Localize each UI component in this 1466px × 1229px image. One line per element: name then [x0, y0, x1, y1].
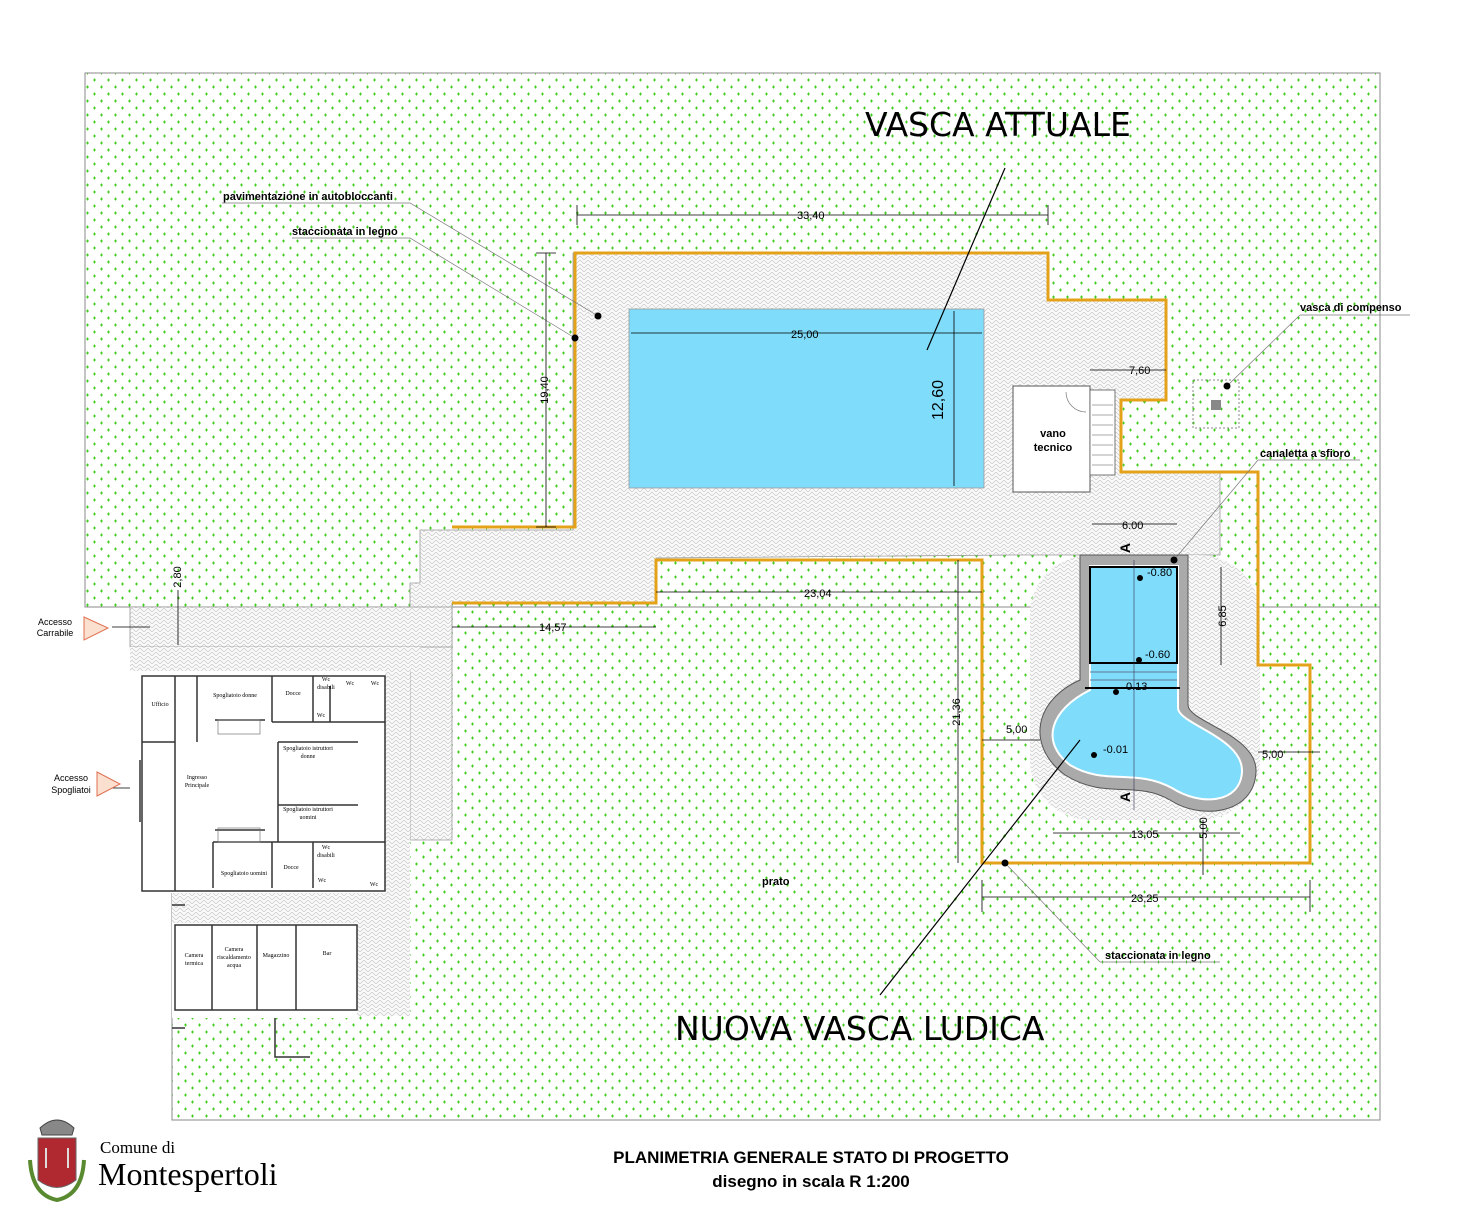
compensation-tank — [1192, 379, 1240, 429]
room-label: Spogliatoio istruttori — [283, 807, 333, 813]
svg-text:-0.01: -0.01 — [1103, 744, 1128, 756]
dimension-label: 23,04 — [804, 588, 832, 600]
room-label: riscaldamento — [217, 955, 251, 961]
dimension-label: 25,00 — [791, 329, 819, 341]
leader-lines — [222, 167, 1410, 996]
drawing-scale: disegno in scala R 1:200 — [712, 1172, 909, 1191]
svg-text:Montespertoli: Montespertoli — [98, 1156, 278, 1192]
svg-text:0.13: 0.13 — [1126, 681, 1147, 693]
heading-existing-pool: VASCA ATTUALE — [865, 105, 1131, 144]
room-label: disabili — [317, 685, 335, 691]
room-label: Wc — [317, 713, 326, 719]
room-label: Wc — [346, 681, 355, 687]
section-mark: A — [1117, 792, 1133, 802]
dimension-label: 13,05 — [1131, 829, 1159, 841]
label-fence: staccionata in legno — [292, 226, 398, 238]
room-label: Magazzino — [263, 953, 290, 959]
dimension-label: 5,00 — [1262, 749, 1283, 761]
dimension-label: 6,85 — [1217, 605, 1229, 626]
room-label: Ufficio — [151, 701, 168, 708]
room-label: Wc — [370, 882, 379, 888]
svg-text:vano: vano — [1040, 428, 1066, 440]
access-arrow-icon — [83, 616, 110, 641]
label-overflow-channel: canaletta a sfioro — [1260, 448, 1351, 460]
svg-text:-0.80: -0.80 — [1147, 567, 1172, 579]
room-label: termica — [185, 961, 203, 967]
room-label: Spogliatoio uomini — [221, 871, 268, 877]
dimension-label: 7,60 — [1129, 365, 1150, 377]
heading-new-pool: NUOVA VASCA LUDICA — [675, 1009, 1045, 1048]
existing-pool — [628, 308, 985, 489]
label-paving: pavimentazione in autobloccanti — [223, 191, 393, 203]
room-label: Principale — [185, 783, 210, 789]
room-label: uomini — [299, 815, 316, 821]
room-label: Bar — [323, 951, 332, 957]
svg-text:tecnico: tecnico — [1034, 442, 1073, 454]
room-label: Wc — [371, 681, 380, 687]
room-label: Spogliatoio istruttori — [283, 746, 333, 752]
svg-text:Spogliatoi: Spogliatoi — [51, 785, 91, 795]
svg-text:Comune di: Comune di — [100, 1138, 175, 1157]
dimension-label: 14,57 — [539, 622, 567, 634]
dimension-label: 33,40 — [797, 210, 825, 222]
dimension-lines — [112, 205, 1320, 912]
dimension-label: 2,80 — [172, 566, 184, 587]
building-plan: Ufficio Spogliatoio donne Docce Wc disab… — [135, 671, 386, 1058]
room-label: Camera — [185, 953, 204, 959]
room-label: Wc — [318, 878, 327, 884]
svg-text:-0.60: -0.60 — [1145, 649, 1170, 661]
technical-room: vano tecnico — [1012, 385, 1116, 493]
dimension-label: 21,36 — [951, 698, 963, 726]
municipality-logo: Comune di Montespertoli — [28, 1119, 278, 1203]
section-mark: A — [1117, 543, 1133, 553]
dimension-label: 5,00 — [1006, 724, 1027, 736]
drawing-title: PLANIMETRIA GENERALE STATO DI PROGETTO — [613, 1148, 1009, 1167]
coat-of-arms-icon — [37, 1137, 77, 1188]
room-label: Docce — [283, 865, 299, 871]
room-label: Ingresso — [187, 775, 207, 781]
room-label: acqua — [227, 963, 241, 969]
locker-access: Accesso Spogliatoi — [51, 771, 122, 797]
wreath-icon — [28, 1159, 86, 1203]
room-label: Docce — [285, 691, 301, 697]
new-pool: -0.80 -0.60 0.13 -0.01 — [1039, 554, 1257, 812]
room-label: Camera — [225, 947, 244, 953]
label-lawn: prato — [762, 876, 790, 888]
label-fence: staccionata in legno — [1105, 950, 1211, 962]
room-label: Wc — [322, 845, 331, 851]
dimension-label: 6.00 — [1122, 520, 1143, 532]
access-arrow-icon — [96, 771, 122, 797]
dimension-label: 5,00 — [1198, 817, 1210, 838]
dimension-label: 19,40 — [539, 376, 551, 404]
vehicle-access: Accesso Carrabile — [37, 616, 110, 641]
crown-icon — [39, 1119, 75, 1136]
label-compensation-tank: vasca di compenso — [1300, 302, 1402, 314]
room-label: disabili — [317, 853, 335, 859]
dimension-label: 12,60 — [930, 380, 947, 420]
svg-text:Accesso: Accesso — [38, 617, 72, 627]
room-label: donne — [301, 754, 316, 760]
room-label: Spogliatoio donne — [213, 693, 257, 699]
room-label: Wc — [322, 677, 331, 683]
svg-text:Carrabile: Carrabile — [37, 628, 74, 638]
dimension-label: 23,25 — [1131, 893, 1159, 905]
svg-text:Accesso: Accesso — [54, 773, 88, 783]
